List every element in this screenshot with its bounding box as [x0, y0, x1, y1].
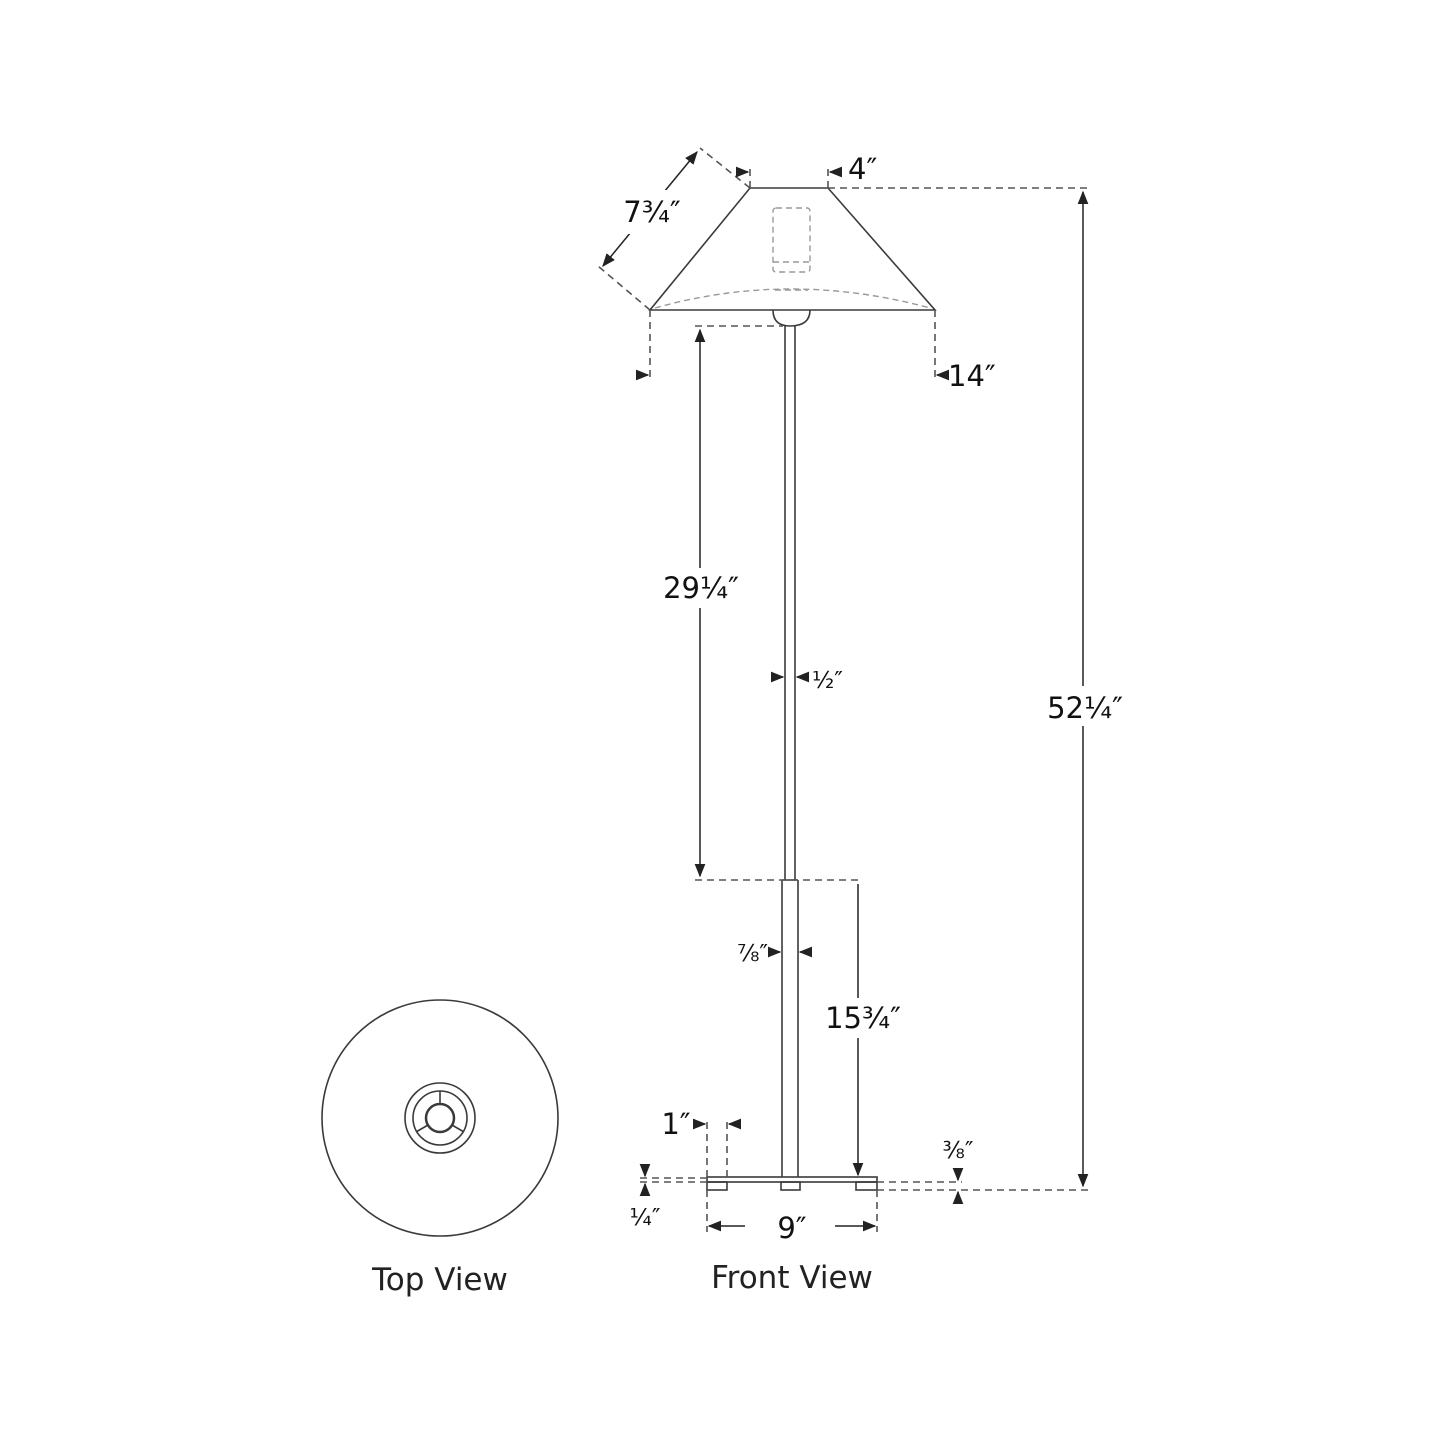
lamp-body	[706, 326, 878, 1191]
foot-right	[855, 1181, 878, 1191]
front-view-label: Front View	[711, 1260, 873, 1296]
socket-center	[424, 1102, 456, 1134]
bulb-outline	[772, 207, 811, 273]
socket-cup	[772, 309, 811, 327]
dim-overall-height: 52¼″	[1047, 691, 1123, 725]
dim-base-thickness: ⅜″	[943, 1138, 974, 1164]
lamp-shade	[648, 187, 937, 327]
foot-center	[780, 1181, 801, 1191]
base-outline	[321, 999, 559, 1237]
dim-shade-slant: 7¾″	[623, 195, 681, 229]
foot-left	[706, 1181, 728, 1191]
dim-shade-bottom: 14″	[948, 359, 996, 393]
dim-upper-stem-width: ½″	[812, 668, 843, 694]
dim-base-width: 9″	[777, 1211, 806, 1245]
dim-foot-height: ¼″	[630, 1205, 661, 1231]
dim-lower-stem-height: 15¾″	[825, 1001, 901, 1035]
dim-shade-top: 4″	[848, 152, 877, 186]
socket-ring-outer	[404, 1082, 476, 1154]
dim-upper-stem-height: 29¼″	[663, 571, 739, 605]
top-view-label: Top View	[371, 1262, 508, 1298]
dim-lower-stem-width: ⅞″	[737, 941, 768, 967]
top-view	[321, 999, 559, 1237]
dim-foot-width: 1″	[661, 1107, 690, 1141]
spider-spokes	[415, 1091, 465, 1133]
